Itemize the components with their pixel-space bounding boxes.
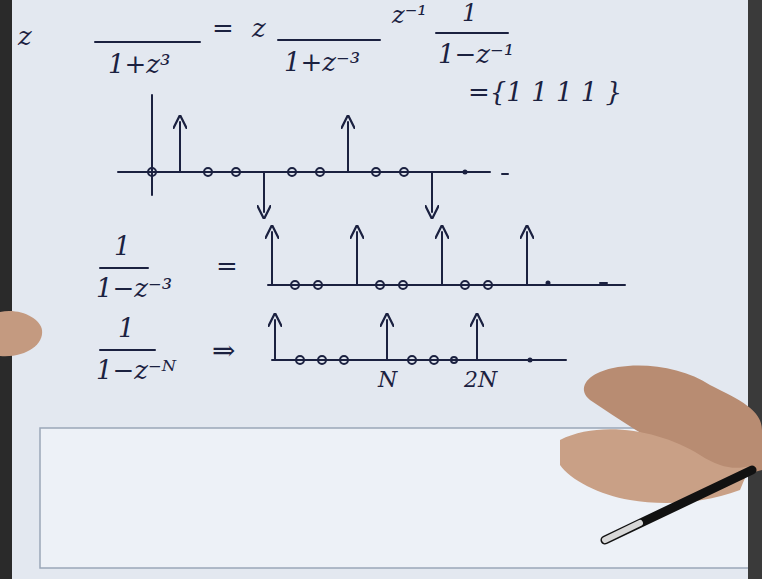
axis	[118, 171, 490, 173]
fraction-bar	[278, 39, 380, 41]
handwritten-label: =	[212, 14, 234, 43]
zero-sample	[451, 357, 457, 363]
handwritten-label: z	[252, 14, 266, 43]
zero-sample	[461, 281, 469, 289]
continuation-dot	[529, 359, 532, 362]
impulse-up	[356, 232, 358, 285]
pen-tip	[605, 523, 640, 540]
handwritten-label: 1−z⁻ᴺ	[96, 356, 176, 385]
fraction-bar	[95, 41, 200, 43]
hand	[560, 429, 750, 503]
impulse-up	[347, 122, 349, 172]
continuation-dash	[560, 359, 566, 361]
handwritten-label: 1	[114, 232, 131, 261]
handwritten-label: 1	[118, 314, 135, 343]
axis	[272, 359, 565, 361]
zero-sample	[291, 281, 299, 289]
zero-sample	[340, 356, 348, 364]
handwritten-label: z	[18, 22, 32, 51]
zero-sample	[296, 356, 304, 364]
continuation-dot	[464, 171, 467, 174]
zero-sample	[408, 356, 416, 364]
handwritten-label: 1+z⁻³	[284, 48, 360, 77]
right-edge	[748, 0, 762, 579]
fraction-bar	[100, 349, 155, 351]
zero-sample	[372, 168, 380, 176]
impulse-down	[431, 172, 433, 212]
zero-sample	[288, 168, 296, 176]
zero-sample	[314, 281, 322, 289]
handwritten-label: ={1 1 1 1 }	[468, 78, 622, 107]
impulse-up	[274, 320, 276, 360]
thumb	[0, 311, 42, 356]
handwritten-label: 1	[462, 0, 477, 26]
handwritten-label: N	[378, 368, 397, 392]
axis	[151, 95, 153, 195]
impulse-up	[476, 320, 478, 360]
lower-sheet	[40, 428, 750, 568]
impulse-up	[441, 232, 443, 285]
impulse-down	[263, 172, 265, 212]
handwritten-label: =	[216, 252, 238, 281]
continuation-dash	[600, 282, 607, 284]
zero-sample	[316, 168, 324, 176]
impulse-up	[386, 320, 388, 360]
pen	[605, 470, 752, 540]
zero-sample	[232, 168, 240, 176]
handwritten-label: 1−z⁻³	[96, 274, 172, 303]
zero-sample	[376, 281, 384, 289]
left-edge	[0, 0, 12, 579]
handwritten-label: 1−z⁻¹	[438, 40, 514, 69]
handwritten-label: 1+z³	[108, 50, 170, 79]
handwritten-label: ⇒	[212, 336, 235, 367]
handwritten-label: 2N	[464, 368, 497, 392]
fraction-bar	[100, 267, 148, 269]
continuation-dash	[502, 173, 508, 175]
zero-sample	[318, 356, 326, 364]
continuation-dot	[547, 282, 550, 285]
fraction-bar	[436, 32, 508, 34]
zero-sample	[430, 356, 438, 364]
zero-sample	[204, 168, 212, 176]
zero-sample	[148, 168, 156, 176]
zero-sample	[399, 281, 407, 289]
impulse-up	[179, 122, 181, 172]
handwritten-label: z⁻¹	[392, 2, 427, 28]
zero-sample	[484, 281, 492, 289]
impulse-up	[526, 232, 528, 285]
zero-sample	[400, 168, 408, 176]
impulse-up	[271, 232, 273, 285]
